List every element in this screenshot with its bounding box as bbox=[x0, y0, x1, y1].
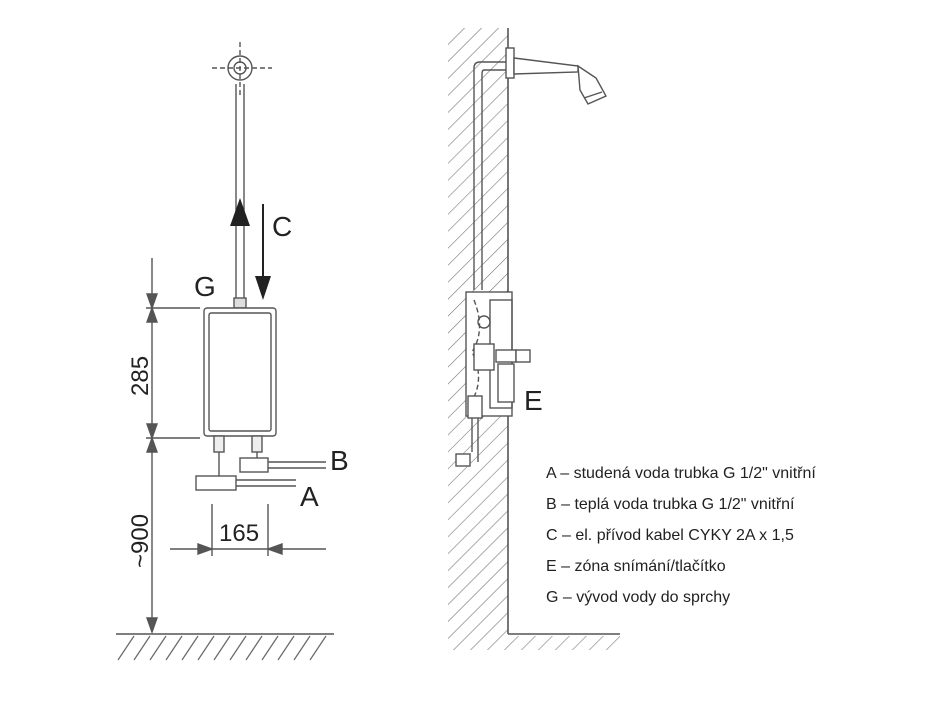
label-e: E bbox=[524, 385, 543, 416]
legend-item-a: A – studená voda trubka G 1/2" vnitřní bbox=[546, 465, 816, 482]
shower-head-icon bbox=[577, 64, 607, 105]
label-a: A bbox=[300, 481, 319, 512]
control-unit-box bbox=[203, 307, 277, 437]
label-c: C bbox=[272, 211, 292, 242]
legend-item-e: E – zóna snímání/tlačítko bbox=[546, 558, 726, 575]
legend: A – studená voda trubka G 1/2" vnitřní B… bbox=[546, 458, 816, 613]
label-b: B bbox=[330, 445, 349, 476]
floor-hatch bbox=[117, 635, 327, 661]
dim-285: 285 bbox=[127, 356, 154, 396]
dim-165: 165 bbox=[219, 520, 259, 547]
arrow-up-icon bbox=[230, 198, 250, 226]
shower-mount-symbol bbox=[212, 42, 272, 96]
legend-item-c: C – el. přívod kabel CYKY 2A x 1,5 bbox=[546, 527, 794, 544]
arrow-down-icon bbox=[255, 204, 271, 300]
label-g: G bbox=[194, 271, 216, 302]
legend-item-b: B – teplá voda trubka G 1/2" vnitřní bbox=[546, 496, 795, 513]
dim-900: ~900 bbox=[127, 514, 154, 568]
front-view bbox=[116, 42, 334, 635]
side-view bbox=[448, 28, 620, 650]
legend-item-g: G – vývod vody do sprchy bbox=[546, 589, 731, 606]
